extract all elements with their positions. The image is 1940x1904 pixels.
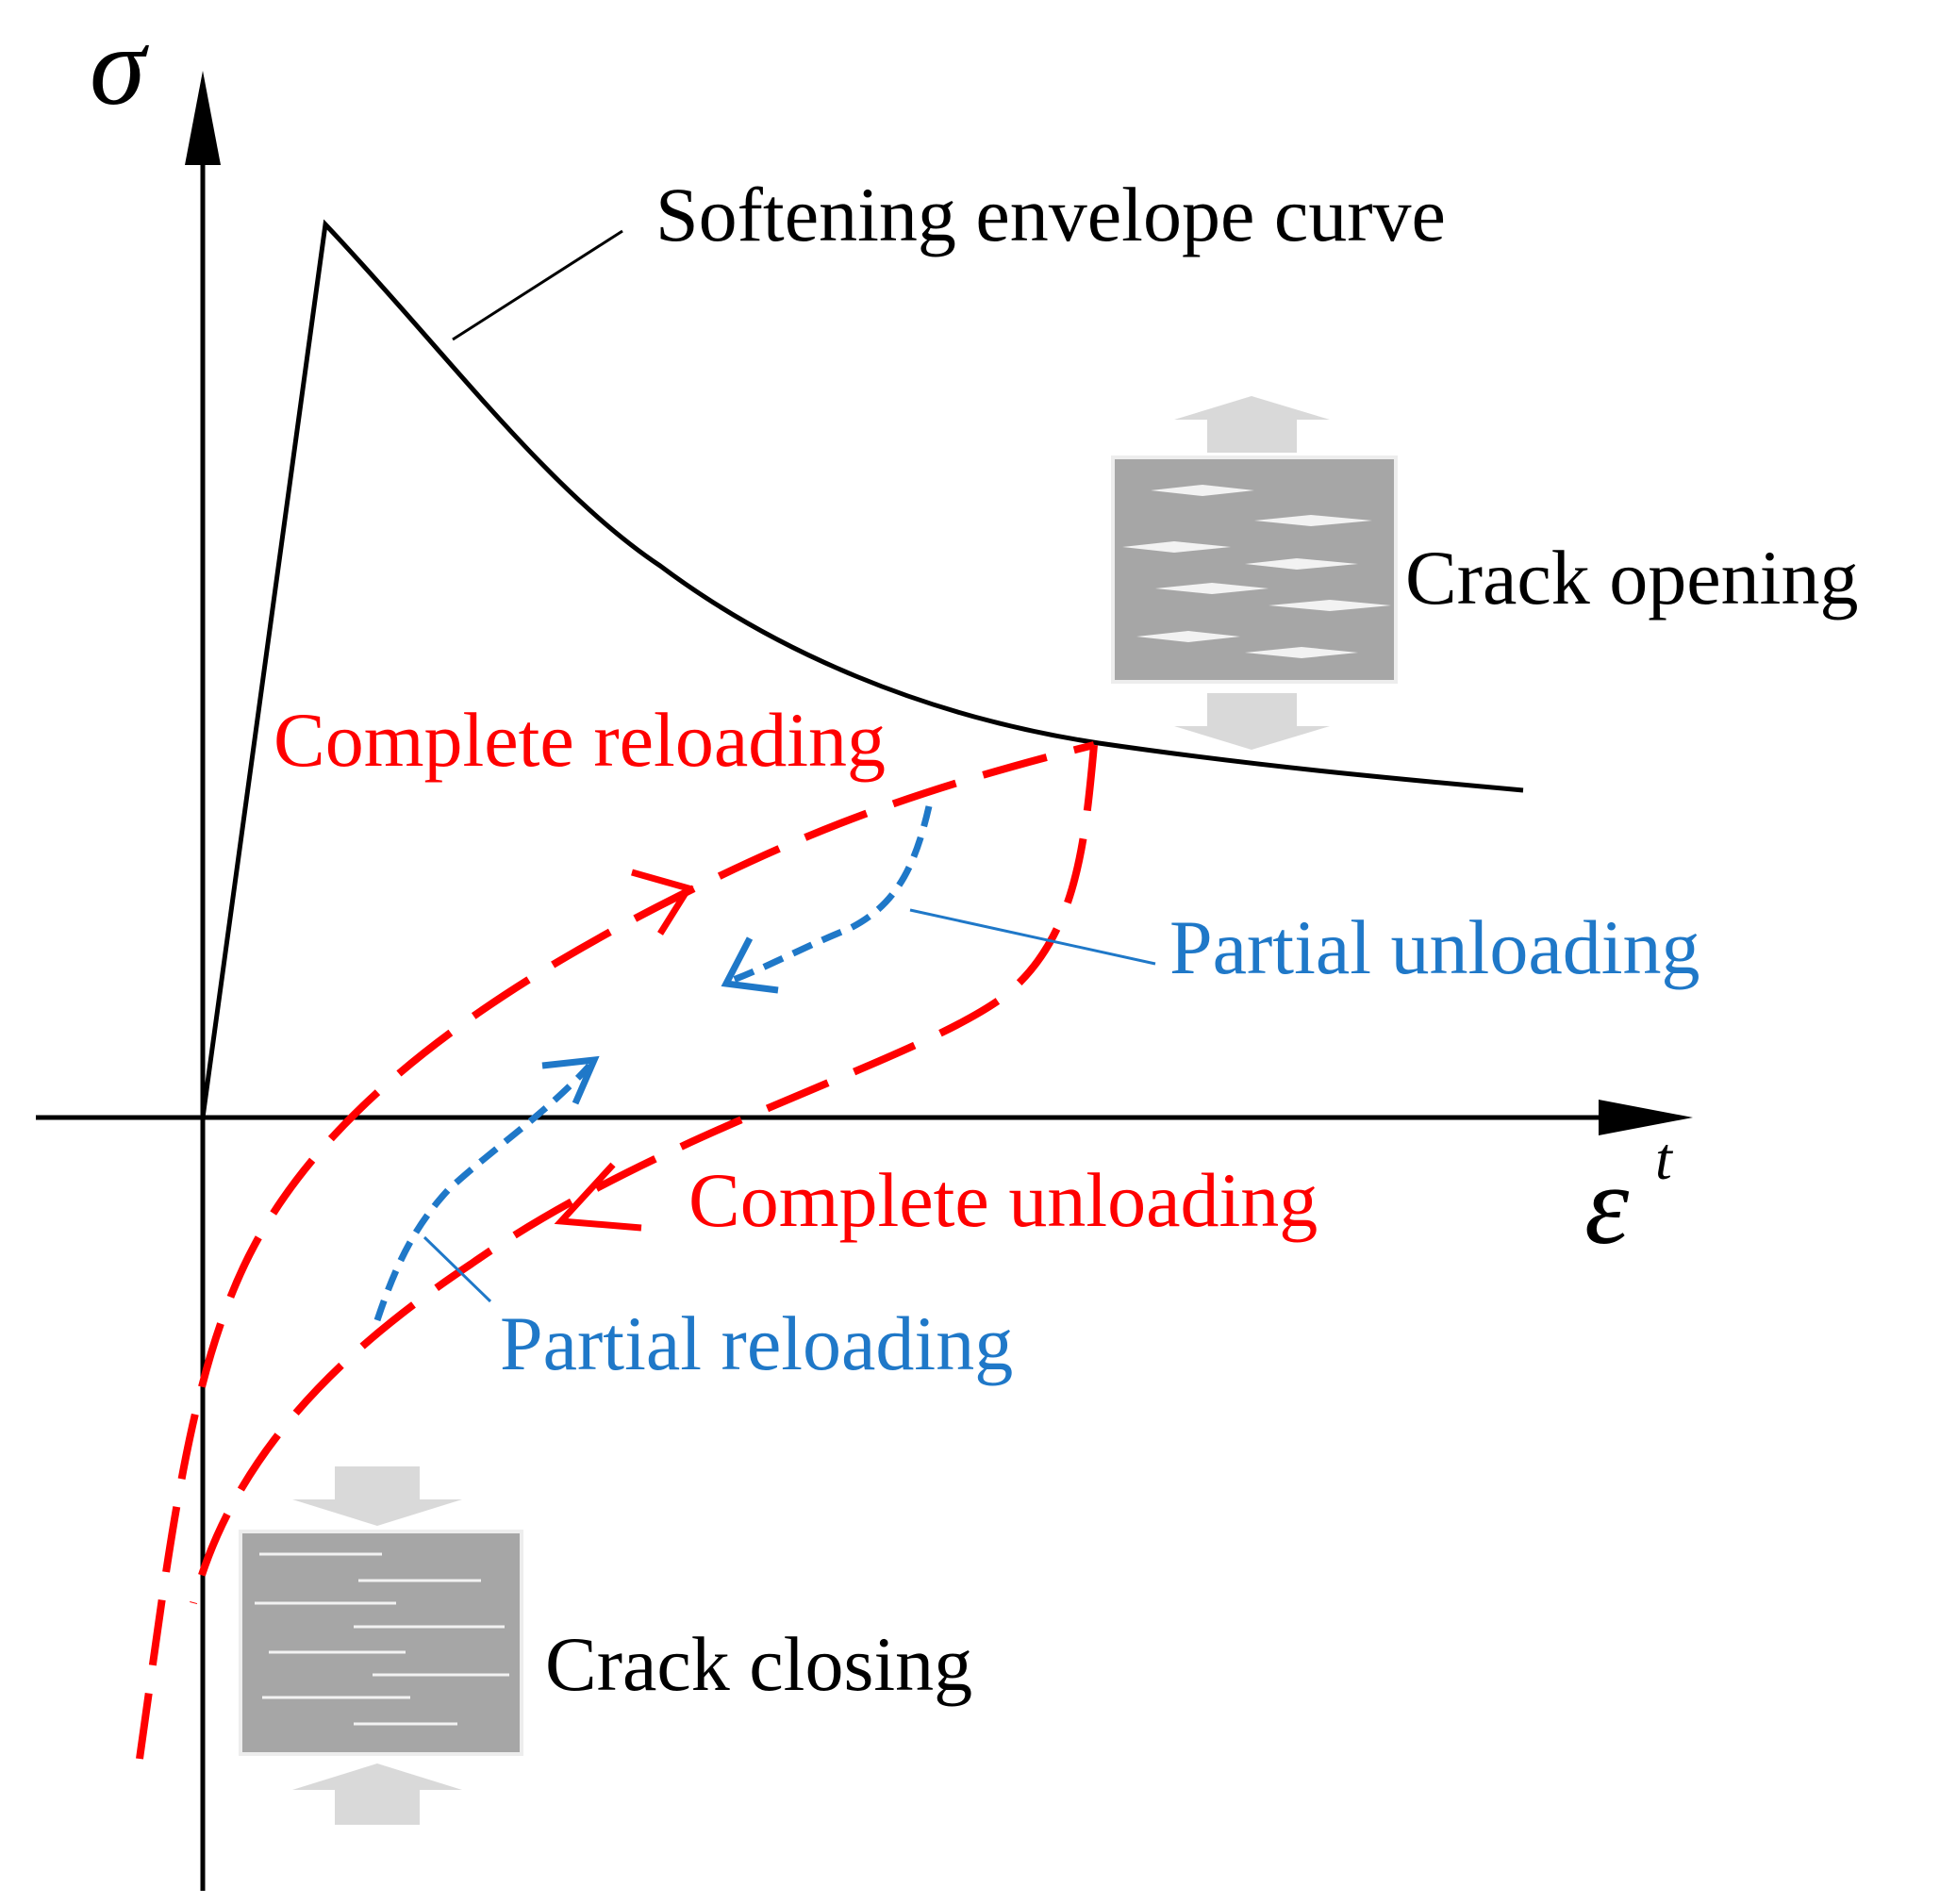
partial-reloading-arrowhead (541, 1055, 600, 1105)
partial-unloading-curve (729, 805, 933, 985)
crack-closing-specimen (239, 1466, 523, 1825)
complete-unloading-arrowhead (554, 1162, 642, 1232)
partial-unloading-leader (909, 908, 1156, 966)
crack-closing-label: Crack closing (545, 1621, 972, 1707)
tension-arrow-down-icon (1174, 693, 1330, 750)
x-axis-superscript: t (1655, 1125, 1674, 1192)
crack-opening-label: Crack opening (1405, 535, 1858, 621)
specimen-block (1111, 455, 1398, 684)
complete-reloading-curve (136, 741, 1095, 1760)
partial-reloading-leader (423, 1235, 492, 1303)
closed-crack-lines (255, 1552, 509, 1726)
compression-arrow-up-icon (292, 1763, 462, 1825)
y-axis-arrowhead (185, 71, 221, 165)
complete-reloading-label: Complete reloading (274, 697, 886, 783)
complete-reloading-arrowhead (631, 869, 694, 935)
softening-envelope-curve (200, 219, 1524, 1118)
complete-unloading-curve (190, 744, 1098, 1605)
tension-arrow-up-icon (1174, 396, 1330, 453)
x-axis-arrowhead (1599, 1100, 1693, 1135)
crack-opening-specimen (1111, 396, 1398, 750)
x-axis-symbol: ε (1584, 1142, 1630, 1267)
complete-unloading-label: Complete unloading (688, 1157, 1318, 1243)
y-axis-symbol: σ (90, 3, 149, 128)
envelope-label: Softening envelope curve (655, 172, 1446, 257)
partial-reloading-curve (373, 1063, 592, 1322)
partial-unloading-label: Partial unloading (1169, 904, 1700, 990)
crack-lenses (1122, 485, 1391, 658)
partial-unloading-arrowhead (721, 936, 779, 994)
envelope-leader-line (452, 229, 623, 341)
compression-arrow-down-icon (292, 1466, 462, 1526)
partial-reloading-label: Partial reloading (500, 1300, 1013, 1386)
specimen-block (239, 1530, 523, 1756)
